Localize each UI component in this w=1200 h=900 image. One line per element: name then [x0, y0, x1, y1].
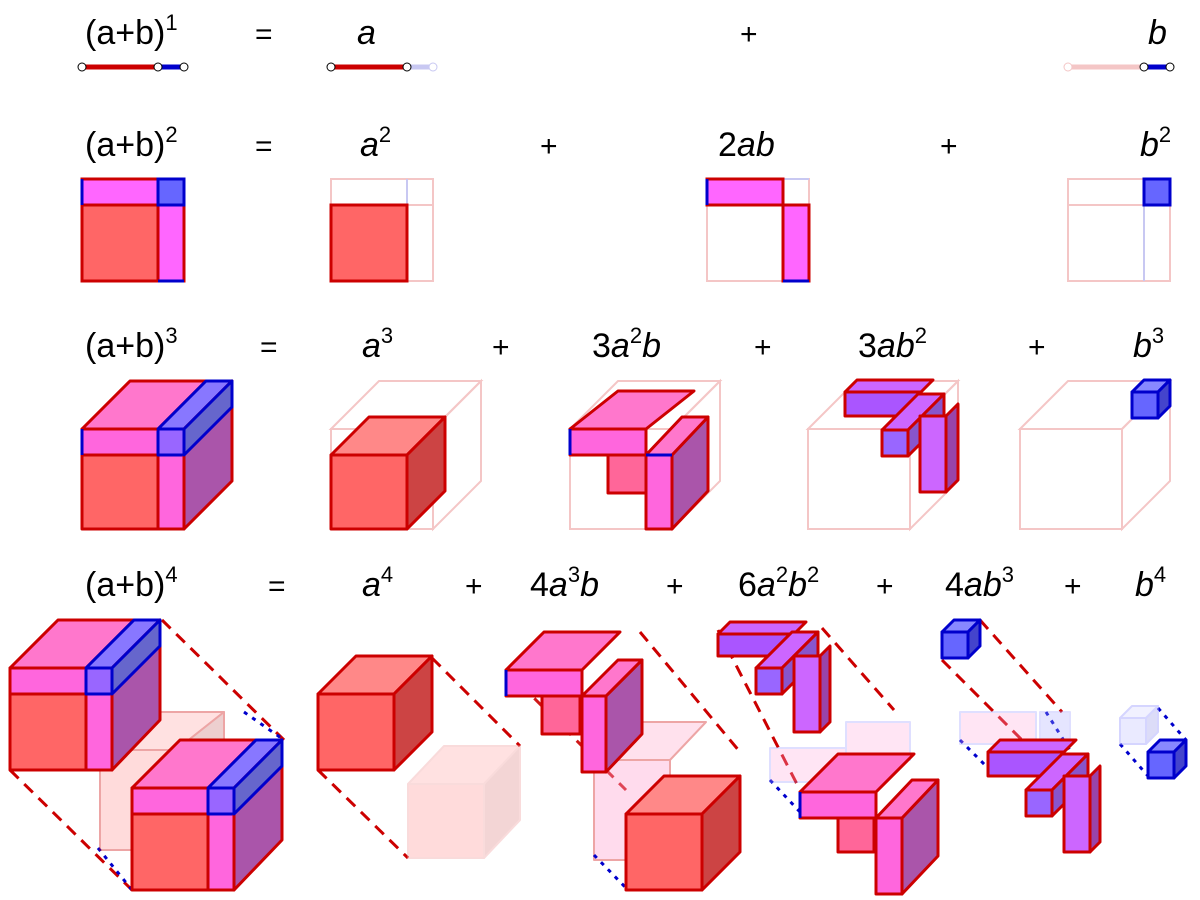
row-1-lhs: (a+b)1 [85, 10, 178, 52]
cube-b3 [1017, 378, 1173, 532]
tesseract-6a2b2 [716, 620, 940, 896]
tesseract-a-plus-b [8, 618, 286, 892]
row-1-term-a: a [357, 14, 376, 52]
row-3-plus-1: + [492, 331, 510, 364]
row-4-term-a4: a4 [362, 562, 393, 604]
row-4-lhs: (a+b)4 [85, 562, 178, 604]
row-1: (a+b)1 = a + b [77, 10, 1175, 72]
square-b2 [1067, 177, 1172, 282]
tesseract-4ab3 [940, 618, 1102, 854]
cube-a3 [328, 378, 484, 532]
row-3-lhs: (a+b)3 [85, 323, 178, 365]
row-3-plus-2: + [754, 331, 772, 364]
row-4-equals: = [268, 570, 286, 603]
row-3-term-3a2b: 3a2b [592, 323, 661, 365]
row-2-term-b2: b2 [1140, 122, 1171, 164]
row-3-plus-3: + [1028, 331, 1046, 364]
row-3-term-3ab2: 3ab2 [858, 323, 927, 365]
row-4-plus-2: + [666, 570, 684, 603]
row-2-term-a2: a2 [360, 122, 391, 164]
segment-b [1063, 62, 1175, 72]
cube-a-plus-b [80, 379, 234, 531]
row-4: (a+b)4 = a4 + 4a3b + 6a2b2 + 4ab3 + b4 [8, 562, 1188, 896]
row-1-term-b: b [1148, 14, 1167, 52]
row-4-plus-4: + [1064, 570, 1082, 603]
row-4-term-4ab3: 4ab3 [945, 562, 1014, 604]
row-2-plus-1: + [540, 130, 558, 163]
row-3-term-b3: b3 [1133, 323, 1164, 365]
row-4-term-4a3b: 4a3b [530, 562, 599, 604]
segment-a-plus-b [77, 62, 189, 72]
row-4-term-b4: b4 [1135, 562, 1166, 604]
row-4-plus-1: + [465, 570, 483, 603]
row-3-equals: = [260, 331, 278, 364]
cube-3a2b [567, 378, 723, 532]
tesseract-b4 [1118, 705, 1188, 780]
row-2-plus-2: + [940, 130, 958, 163]
row-3: (a+b)3 = a3 + 3a2b + 3ab2 + b3 [80, 323, 1173, 532]
row-2: (a+b)2 = a2 + 2ab + b2 [80, 122, 1172, 283]
row-3-term-a3: a3 [362, 323, 393, 365]
tesseract-a4 [316, 654, 522, 860]
row-4-plus-3: + [876, 570, 894, 603]
square-2ab [705, 177, 811, 283]
square-a2 [329, 178, 434, 283]
cube-3ab2 [805, 378, 961, 532]
square-a-plus-b [80, 177, 186, 283]
row-2-term-2ab: 2ab [718, 126, 775, 164]
row-4-term-6a2b2: 6a2b2 [738, 562, 819, 604]
row-2-equals: = [255, 130, 273, 163]
row-1-equals: = [255, 18, 273, 51]
tesseract-4a3b [504, 630, 742, 892]
row-1-plus: + [740, 18, 758, 51]
segment-a [326, 62, 438, 72]
row-2-lhs: (a+b)2 [85, 122, 178, 164]
